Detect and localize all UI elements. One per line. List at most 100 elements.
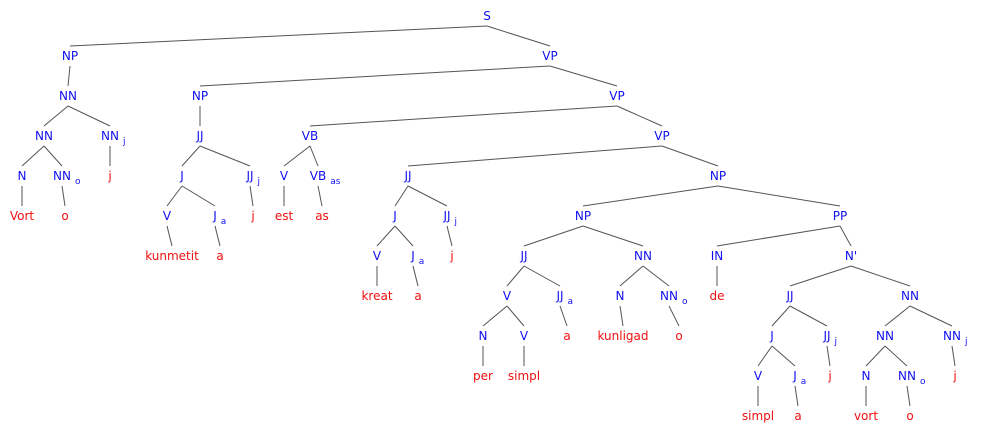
node-label: JJ <box>786 289 794 303</box>
word-node: vort <box>854 409 878 423</box>
tree-edge <box>865 345 886 367</box>
node-label: NN <box>101 129 119 143</box>
tree-edge <box>394 185 409 207</box>
node-subscript: a <box>418 257 425 267</box>
node-label: V <box>279 169 289 183</box>
node-label: est <box>274 209 294 223</box>
tree-edge <box>21 145 45 167</box>
node-label: kunligad <box>597 329 649 343</box>
node-label: V <box>753 369 763 383</box>
node-label: VB <box>309 169 327 183</box>
category-node: NP <box>192 89 208 103</box>
node-label: JJ <box>443 209 451 223</box>
category-node: VB <box>302 129 318 143</box>
node-label: VB <box>301 129 319 143</box>
node-subscript: j <box>257 177 261 187</box>
tree-edge <box>951 345 956 367</box>
category-node: NN <box>876 329 894 343</box>
word-node: a <box>794 409 801 423</box>
word-node: kunligad <box>597 329 648 343</box>
node-label: vort <box>853 409 879 423</box>
word-node: a <box>563 329 570 343</box>
word-node: simpl <box>742 409 774 423</box>
node-label: NN <box>901 289 919 303</box>
node-label: NN <box>876 329 894 343</box>
word-node: as <box>315 209 329 223</box>
node-label: Vort <box>9 209 35 223</box>
node-label: J <box>213 209 217 223</box>
node-label: IN <box>710 249 724 263</box>
node-label: J <box>793 369 797 383</box>
category-node: JJ <box>786 289 793 303</box>
word-node: Vort <box>10 209 34 223</box>
category-node: S <box>483 9 491 23</box>
node-subscript: a <box>567 297 574 307</box>
tree-edge <box>309 105 618 127</box>
tree-edge <box>616 105 663 127</box>
word-node: per <box>473 369 493 383</box>
tree-edge <box>906 385 911 407</box>
tree-edge <box>757 345 773 367</box>
category-node: J <box>770 329 774 343</box>
node-label: j <box>828 369 832 383</box>
word-node: a <box>216 249 223 263</box>
node-label: NN <box>943 329 961 343</box>
tree-edge <box>407 185 448 207</box>
tree-edge <box>43 105 69 127</box>
tree-edge <box>717 185 841 207</box>
tree-edge <box>61 185 66 207</box>
node-label: S <box>483 9 491 23</box>
node-label: NP <box>709 169 727 183</box>
tree-edge <box>506 305 525 327</box>
node-label: a <box>563 329 571 343</box>
node-label: NP <box>574 209 592 223</box>
node-subscript: j <box>834 337 838 347</box>
node-subscript: o <box>919 377 926 387</box>
node-label: NP <box>61 49 79 63</box>
node-subscript: a <box>800 377 807 387</box>
category-node: NN <box>901 289 919 303</box>
tree-edge <box>181 145 201 167</box>
node-label: PP <box>832 209 848 223</box>
tree-edge <box>716 225 841 247</box>
node-label: j <box>953 369 957 383</box>
node-subscript: o <box>681 297 688 307</box>
tree-edge <box>166 225 173 247</box>
node-label: J <box>411 249 415 263</box>
tree-edge <box>794 385 799 407</box>
node-label: VP <box>609 89 625 103</box>
node-label: N <box>478 329 488 343</box>
tree-edge <box>771 305 791 327</box>
tree-edge <box>317 185 323 207</box>
tree-edge <box>69 25 488 47</box>
word-node: j <box>251 209 254 223</box>
tree-edge <box>559 305 568 327</box>
category-node: NP <box>575 209 591 223</box>
tree-edge <box>506 265 525 287</box>
word-node: o <box>675 329 682 343</box>
node-label: V <box>162 209 172 223</box>
category-node: JJ <box>520 249 527 263</box>
category-node: V <box>754 369 762 383</box>
node-subscript: as <box>330 177 341 187</box>
node-label: VP <box>654 129 670 143</box>
tree-edge <box>376 225 396 247</box>
category-node: IN <box>711 249 724 263</box>
category-node: V <box>163 209 171 223</box>
tree-edge <box>446 225 453 247</box>
category-node: V <box>520 329 528 343</box>
tree-edge <box>884 345 908 367</box>
node-label: NN <box>35 129 53 143</box>
node-label: JJ <box>404 169 412 183</box>
node-label: NN <box>634 249 652 263</box>
tree-edge <box>249 185 254 207</box>
category-node: N <box>479 329 488 343</box>
tree-edge <box>582 225 644 247</box>
tree-edge <box>523 265 561 287</box>
